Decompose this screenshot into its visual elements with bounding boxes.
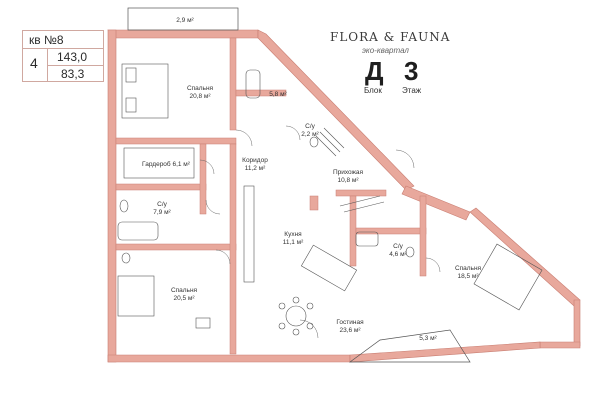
bedroom-3-name: Спальня: [171, 287, 198, 294]
corridor-name: Коридор: [242, 157, 268, 164]
wc-1-area: 2,2 м²: [301, 131, 319, 138]
balconies: [127, 7, 471, 363]
kitchen-name: Кухня: [284, 231, 302, 238]
wc-2-area: 7,9 м²: [153, 209, 171, 216]
balcony-bottom: [348, 329, 471, 363]
bedroom-1-area: 20,8 м²: [189, 93, 211, 100]
block-caption: Блок: [364, 86, 382, 95]
bathroom-1-area: 5,8 м²: [269, 91, 287, 98]
apartment-info-box: кв №8 4 143,0 83,3: [22, 30, 104, 82]
toilet: [119, 199, 129, 213]
wardrobe-label: Гардероб 6,1 м²: [142, 160, 191, 168]
toilet: [309, 136, 319, 148]
kitchen-counter: [243, 185, 255, 283]
wardrobe-shelves: [123, 147, 195, 179]
balcony-top-area: 2,9 м²: [176, 17, 194, 24]
bedroom-2-name: Спальня: [455, 265, 482, 272]
bathtub: [117, 221, 159, 241]
bedroom-2-area: 18,5 м²: [457, 273, 479, 280]
bathtub: [245, 69, 261, 99]
hallway-name: Прихожая: [333, 169, 364, 176]
divider: [47, 65, 103, 66]
apartment-number: кв №8: [29, 33, 64, 47]
total-area: 143,0: [57, 50, 88, 64]
toilet: [405, 246, 415, 258]
desk: [195, 317, 211, 329]
balcony-top: [127, 7, 239, 31]
divider: [23, 48, 103, 49]
living-area: 23,6 м²: [339, 327, 361, 334]
floor-number: 3: [404, 56, 419, 86]
sink: [121, 252, 131, 264]
interior-walls: [115, 37, 427, 355]
kitchen-island: [300, 244, 358, 292]
living-name: Гостиная: [336, 319, 364, 326]
block-letter: Д: [365, 56, 384, 86]
kitchen-area: 11,1 м²: [283, 239, 304, 246]
living-area: 83,3: [61, 67, 85, 81]
outer-walls: [107, 29, 581, 363]
bed-bedroom-2: [473, 243, 543, 311]
divider: [47, 48, 48, 81]
room-count: 4: [30, 55, 38, 71]
sofa-bedroom-3: [117, 275, 155, 317]
bed-bedroom-1: [121, 63, 169, 119]
floor-caption: Этаж: [402, 86, 422, 95]
bedroom-1-name: Спальня: [187, 85, 214, 92]
furniture: [117, 63, 543, 336]
wc-3-name: С/у: [393, 243, 404, 250]
dining-table: [285, 305, 307, 327]
balcony-bottom-area: 5,3 м²: [419, 335, 437, 342]
hallway-area: 10,8 м²: [337, 177, 359, 184]
corridor-area: 11,2 м²: [245, 165, 266, 172]
brand-name: FLORA & FAUNA: [330, 30, 451, 44]
room-labels: 2,9 м² Спальня 20,8 м² 5,8 м² С/у 2,2 м²…: [142, 17, 481, 342]
brand-tagline: эко-квартал: [362, 46, 409, 55]
wc-1-name: С/у: [305, 123, 316, 130]
bedroom-3-area: 20,5 м²: [173, 295, 195, 302]
wc-3-area: 4,6 м²: [389, 251, 407, 258]
bathtub: [355, 231, 379, 247]
wc-2-name: С/у: [157, 201, 168, 208]
